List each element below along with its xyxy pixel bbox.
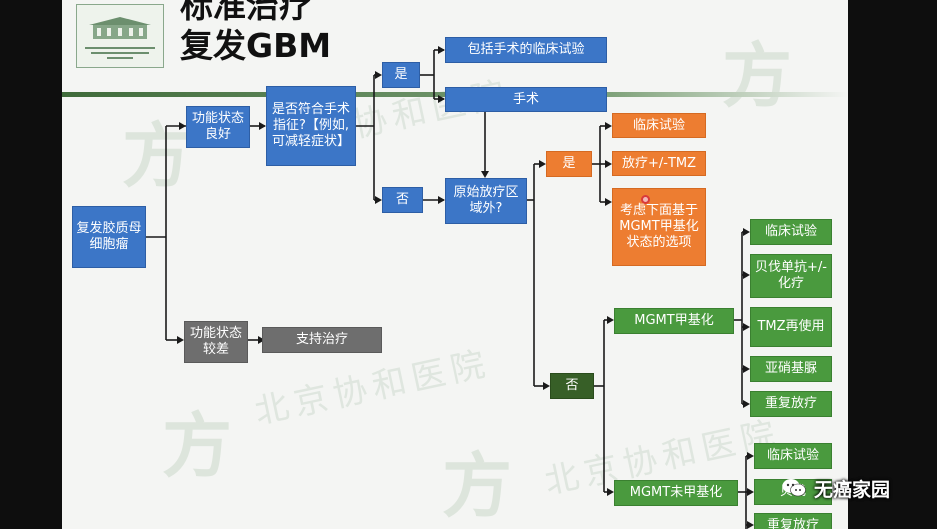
slide-title-line2: 复发GBM (180, 26, 332, 65)
right-black-margin (848, 0, 937, 529)
arrowhead (481, 171, 489, 178)
node-meth-nitrosourea: 亚硝基脲 (750, 356, 832, 382)
watermark-logo-glyph: 方 (722, 34, 792, 117)
arrowhead (743, 323, 750, 331)
node-meth-tmz-rechallenge: TMZ再使用 (750, 307, 832, 347)
arrowhead (177, 336, 184, 344)
laser-pointer-cursor (641, 195, 650, 204)
wechat-icon (782, 479, 806, 497)
arrowhead (607, 488, 614, 496)
slide-title-line1: 标准治疗 (180, 0, 312, 25)
node-good-performance-status: 功能状态良好 (186, 106, 250, 148)
node-recurrent-gbm: 复发胶质母细胞瘤 (72, 206, 146, 268)
hospital-logo (76, 4, 164, 68)
node-rt-plus-minus-tmz: 放疗+/-TMZ (612, 151, 706, 176)
logo-caption (81, 45, 159, 63)
arrowhead (743, 365, 750, 373)
arrowhead (543, 382, 550, 390)
flowchart-connectors (146, 46, 754, 529)
node-unmeth-re-irradiation: 重复放疗 (754, 513, 832, 529)
arrowhead (375, 71, 382, 79)
arrowhead (747, 452, 754, 460)
node-mgmt-unmethylated: MGMT未甲基化 (614, 480, 738, 506)
node-surgery-indicated-question: 是否符合手术指征?【例如,可减轻症状】 (266, 86, 356, 166)
arrowhead (605, 122, 612, 130)
presentation-slide: 方 北京协和医院 方 北京协和医院 方 北京协和医院 方 标准治疗 复发G (62, 0, 848, 529)
node-supportive-care: 支持治疗 (262, 327, 382, 353)
arrowhead (747, 521, 754, 529)
arrowhead (259, 122, 266, 130)
arrowhead (438, 95, 445, 103)
node-clinical-trial-orange: 临床试验 (612, 113, 706, 138)
node-consider-mgmt-options: 考虑下面基于MGMT甲基化状态的选项 (612, 188, 706, 266)
watermark-logo-glyph: 方 (442, 444, 512, 527)
arrowhead (607, 316, 614, 324)
node-surgery: 手术 (445, 87, 607, 112)
wechat-watermark: 无癌家园 (782, 474, 890, 502)
wechat-account-label: 无癌家园 (814, 478, 891, 501)
node-meth-re-irradiation: 重复放疗 (750, 391, 832, 417)
arrowhead (375, 196, 382, 204)
node-outside-original-rt-field: 原始放疗区域外? (445, 178, 527, 224)
arrowhead (605, 198, 612, 206)
node-meth-bevacizumab: 贝伐单抗+/-化疗 (750, 254, 832, 298)
node-mgmt-methylated: MGMT甲基化 (614, 308, 734, 334)
arrowhead (179, 122, 186, 130)
node-poor-performance-status: 功能状态较差 (184, 321, 248, 363)
node-meth-clinical-trial: 临床试验 (750, 219, 832, 245)
node-yes-outside-field: 是 (546, 151, 592, 177)
node-unmeth-clinical-trial: 临床试验 (754, 443, 832, 469)
watermark-logo-glyph: 方 (162, 404, 232, 487)
node-no-outside-field: 否 (550, 373, 594, 399)
left-black-margin (0, 0, 62, 529)
node-trial-including-surgery: 包括手术的临床试验 (445, 37, 607, 63)
arrowhead (539, 160, 546, 168)
hospital-building-icon (89, 17, 151, 39)
arrowhead (743, 271, 750, 279)
arrowhead (743, 228, 750, 236)
node-no-surgery: 否 (382, 187, 423, 213)
arrowhead (747, 488, 754, 496)
node-yes-surgery: 是 (382, 62, 420, 88)
arrowhead (743, 400, 750, 408)
arrowhead (438, 46, 445, 54)
arrowhead (438, 196, 445, 204)
arrowhead (258, 336, 265, 344)
arrowhead (605, 160, 612, 168)
